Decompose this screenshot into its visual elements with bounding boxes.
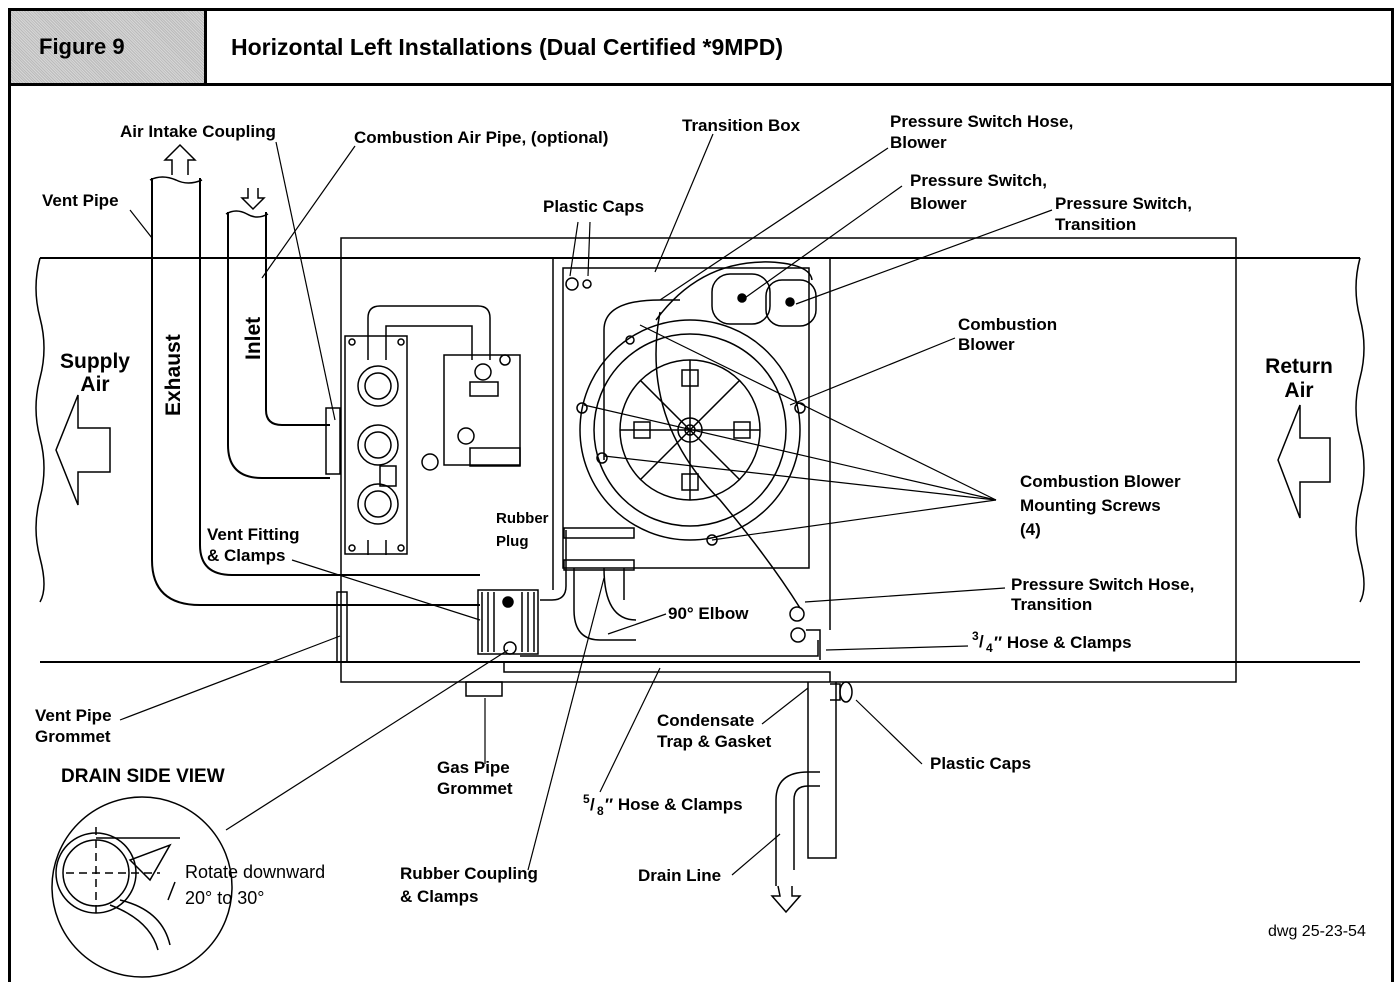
pressure-switches bbox=[655, 261, 821, 660]
label-air-intake-coupling: Air Intake Coupling bbox=[120, 122, 276, 141]
label-condensate-trap-2: Trap & Gasket bbox=[657, 732, 772, 751]
label-gas-pipe-grommet: Gas Pipe bbox=[437, 758, 510, 777]
label-hose-58: ″ Hose & Clamps bbox=[605, 795, 743, 814]
label-pressure-switch-hose-blower-2: Blower bbox=[890, 133, 947, 152]
label-pressure-switch-transition: Pressure Switch, bbox=[1055, 194, 1192, 213]
label-vent-pipe-grommet-2: Grommet bbox=[35, 727, 111, 746]
figure-title: Horizontal Left Installations (Dual Cert… bbox=[231, 33, 784, 60]
label-supply-air: Supply bbox=[60, 350, 130, 373]
label-drain-line: Drain Line bbox=[638, 866, 721, 885]
gas-valve bbox=[421, 354, 521, 471]
label-exhaust: Exhaust bbox=[162, 334, 185, 416]
label-hose-34-denominator: 4 bbox=[986, 641, 993, 655]
furnace-cabinet bbox=[340, 237, 1237, 683]
label-return-air-2: Air bbox=[1284, 379, 1313, 402]
drain-hoses bbox=[465, 640, 853, 914]
label-combustion-air-pipe: Combustion Air Pipe, (optional) bbox=[354, 128, 608, 147]
label-mounting-screws-3: (4) bbox=[1020, 520, 1041, 539]
label-rotate-degrees: 20° to 30° bbox=[185, 888, 264, 908]
label-hose-58-denominator: 8 bbox=[597, 804, 604, 818]
figure-number-cell: Figure 9 bbox=[11, 11, 207, 83]
label-transition-box: Transition Box bbox=[682, 116, 801, 135]
label-vent-pipe: Vent Pipe bbox=[42, 191, 119, 210]
burner-assembly bbox=[344, 305, 491, 555]
combustion-inlet-pipe bbox=[225, 188, 341, 479]
duct-outline bbox=[35, 257, 1365, 663]
label-rubber-plug: Rubber bbox=[496, 510, 549, 527]
figure-header: Figure 9 Horizontal Left Installations (… bbox=[8, 8, 1394, 86]
leader-lines bbox=[119, 133, 1053, 876]
elbow-90 bbox=[540, 527, 637, 641]
label-plastic-caps-bottom: Plastic Caps bbox=[930, 754, 1031, 773]
vent-fitting bbox=[477, 589, 539, 655]
label-drain-side-view: DRAIN SIDE VIEW bbox=[61, 766, 225, 787]
figure-label: Figure 9 bbox=[39, 34, 125, 59]
installation-diagram: Air Intake Coupling Combustion Air Pipe,… bbox=[8, 83, 1394, 982]
label-hose-34: ″ Hose & Clamps bbox=[994, 633, 1132, 652]
label-pressure-switch-hose-blower: Pressure Switch Hose, bbox=[890, 112, 1073, 131]
label-inlet: Inlet bbox=[242, 317, 265, 360]
label-combustion-blower-2: Blower bbox=[958, 335, 1015, 354]
exhaust-vent-pipe bbox=[149, 143, 480, 663]
label-hose-34-numerator: 3 bbox=[972, 629, 979, 643]
label-pressure-switch-hose-transition-2: Transition bbox=[1011, 595, 1092, 614]
label-combustion-blower: Combustion bbox=[958, 315, 1057, 334]
label-vent-fitting: Vent Fitting bbox=[207, 525, 300, 544]
label-hose-58-numerator: 5 bbox=[583, 792, 590, 806]
label-return-air: Return bbox=[1265, 355, 1333, 378]
diagram-svg: Air Intake Coupling Combustion Air Pipe,… bbox=[35, 112, 1366, 978]
label-pressure-switch-blower: Pressure Switch, bbox=[910, 171, 1047, 190]
label-rotate-downward: Rotate downward bbox=[185, 862, 325, 882]
label-pressure-switch-blower-2: Blower bbox=[910, 194, 967, 213]
label-plastic-caps-top: Plastic Caps bbox=[543, 197, 644, 216]
label-supply-air-2: Air bbox=[80, 373, 109, 396]
label-condensate-trap: Condensate bbox=[657, 711, 754, 730]
label-mounting-screws-2: Mounting Screws bbox=[1020, 496, 1161, 515]
combustion-blower bbox=[565, 277, 806, 546]
label-pressure-switch-transition-2: Transition bbox=[1055, 215, 1136, 234]
supply-air-arrow bbox=[55, 394, 111, 506]
label-hose-58-slash: / bbox=[590, 795, 595, 814]
label-pressure-switch-hose-transition: Pressure Switch Hose, bbox=[1011, 575, 1194, 594]
drain-side-view-detail bbox=[51, 796, 233, 978]
drawing-number: dwg 25-23-54 bbox=[1268, 923, 1366, 940]
return-air-arrow bbox=[1277, 404, 1331, 519]
label-rubber-coupling-2: & Clamps bbox=[400, 887, 478, 906]
label-gas-pipe-grommet-2: Grommet bbox=[437, 779, 513, 798]
label-rubber-coupling: Rubber Coupling bbox=[400, 864, 538, 883]
label-mounting-screws: Combustion Blower bbox=[1020, 472, 1181, 491]
label-vent-pipe-grommet: Vent Pipe bbox=[35, 706, 112, 725]
label-rubber-plug-2: Plug bbox=[496, 533, 529, 550]
label-vent-fitting-2: & Clamps bbox=[207, 546, 285, 565]
figure-title-cell: Horizontal Left Installations (Dual Cert… bbox=[207, 11, 783, 83]
label-hose-34-slash: / bbox=[979, 632, 984, 651]
label-90-elbow: 90° Elbow bbox=[668, 604, 749, 623]
